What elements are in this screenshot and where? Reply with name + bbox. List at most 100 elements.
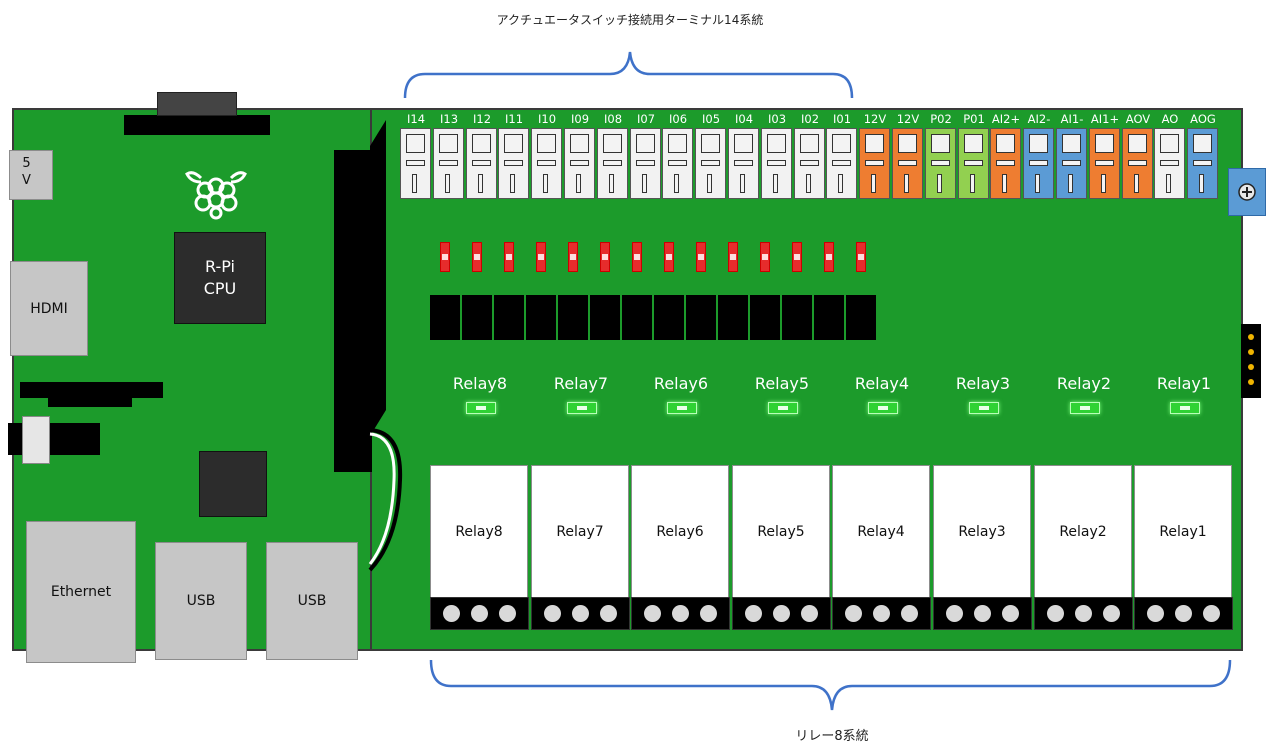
screw-icon[interactable] <box>1203 605 1220 622</box>
terminal[interactable] <box>433 128 464 199</box>
terminal[interactable] <box>1122 128 1153 199</box>
screw-icon[interactable] <box>1103 605 1120 622</box>
screw-icon[interactable] <box>644 605 661 622</box>
terminal[interactable] <box>662 128 693 199</box>
screw-icon[interactable] <box>1075 605 1092 622</box>
terminal-bar <box>603 160 622 166</box>
optocoupler <box>814 295 844 340</box>
pin-header <box>1241 324 1261 398</box>
terminal[interactable] <box>531 128 562 199</box>
terminal-slot <box>543 174 548 193</box>
terminal-slot <box>1199 174 1204 193</box>
power-label: 5 V <box>22 156 31 188</box>
screw-icon[interactable] <box>471 605 488 622</box>
screw-icon[interactable] <box>946 605 963 622</box>
terminal-slot <box>740 174 745 193</box>
terminal-label: AI2- <box>1027 112 1051 126</box>
terminal-bar <box>898 160 917 166</box>
screw-icon[interactable] <box>873 605 890 622</box>
terminal-label: I08 <box>603 112 623 126</box>
relay-screw-terminal <box>531 597 630 630</box>
screw-icon[interactable] <box>443 605 460 622</box>
terminal-sq <box>701 134 720 153</box>
terminal-label: AI1- <box>1060 112 1084 126</box>
terminal[interactable] <box>1023 128 1054 199</box>
terminal[interactable] <box>925 128 956 199</box>
screw-icon[interactable] <box>499 605 516 622</box>
relay-module-label: Relay7 <box>556 524 604 540</box>
terminal[interactable] <box>826 128 857 199</box>
relay-led-green <box>567 402 597 414</box>
terminal-bar <box>1029 160 1048 166</box>
terminal[interactable] <box>400 128 431 199</box>
terminal-slot <box>970 174 975 193</box>
terminal[interactable] <box>695 128 726 199</box>
terminal-sq <box>636 134 655 153</box>
terminal[interactable] <box>1089 128 1120 199</box>
terminal[interactable] <box>958 128 989 199</box>
screw-icon[interactable] <box>1047 605 1064 622</box>
terminal-bar <box>964 160 983 166</box>
terminal-label: AOV <box>1125 112 1151 126</box>
screw-icon[interactable] <box>700 605 717 622</box>
optocoupler <box>750 295 780 340</box>
terminal-sq <box>767 134 786 153</box>
screw-icon[interactable] <box>801 605 818 622</box>
hdmi-port: HDMI <box>10 261 88 356</box>
terminal-bar <box>701 160 720 166</box>
terminal-bar <box>996 160 1015 166</box>
screw-terminal-plus-icon[interactable] <box>1228 168 1266 216</box>
terminal-bar <box>767 160 786 166</box>
screw-icon[interactable] <box>544 605 561 622</box>
relay-module-label: Relay5 <box>757 524 805 540</box>
terminal-bar <box>439 160 458 166</box>
screw-icon[interactable] <box>600 605 617 622</box>
terminal[interactable] <box>794 128 825 199</box>
relay-led-label: Relay7 <box>553 374 609 393</box>
screw-icon[interactable] <box>901 605 918 622</box>
screw-icon[interactable] <box>572 605 589 622</box>
terminal[interactable] <box>630 128 661 199</box>
terminal-slot <box>904 174 909 193</box>
terminal-bar <box>570 160 589 166</box>
terminal-sq <box>1160 134 1179 153</box>
screw-icon[interactable] <box>672 605 689 622</box>
terminal[interactable] <box>564 128 595 199</box>
terminal[interactable] <box>498 128 529 199</box>
relay-led-label: Relay6 <box>653 374 709 393</box>
terminal-bar <box>865 160 884 166</box>
screw-icon[interactable] <box>745 605 762 622</box>
screw-icon[interactable] <box>845 605 862 622</box>
input-led-red <box>856 242 866 272</box>
relay-led-label: Relay1 <box>1156 374 1212 393</box>
terminal-slot <box>707 174 712 193</box>
terminal[interactable] <box>990 128 1021 199</box>
display-connector <box>20 382 163 398</box>
screw-icon[interactable] <box>1002 605 1019 622</box>
ethernet-port: Ethernet <box>26 521 136 663</box>
relay-module: Relay6 <box>631 465 729 599</box>
terminal-label: P01 <box>963 112 985 126</box>
terminal[interactable] <box>892 128 923 199</box>
terminal[interactable] <box>859 128 890 199</box>
optocoupler <box>654 295 684 340</box>
screw-icon[interactable] <box>1147 605 1164 622</box>
terminal[interactable] <box>728 128 759 199</box>
terminal[interactable] <box>466 128 497 199</box>
terminal[interactable] <box>1187 128 1218 199</box>
screw-icon[interactable] <box>974 605 991 622</box>
terminal-sq <box>570 134 589 153</box>
relay-screw-terminal <box>732 597 831 630</box>
terminal-sq <box>964 134 983 153</box>
relay-led-label: Relay2 <box>1056 374 1112 393</box>
terminal[interactable] <box>1154 128 1185 199</box>
screw-icon[interactable] <box>773 605 790 622</box>
relay-screw-terminal <box>832 597 931 630</box>
optocoupler <box>558 295 588 340</box>
screw-icon[interactable] <box>1175 605 1192 622</box>
terminal[interactable] <box>597 128 628 199</box>
terminal-sq <box>832 134 851 153</box>
terminal[interactable] <box>761 128 792 199</box>
terminal-label: AI2+ <box>991 112 1021 126</box>
terminal[interactable] <box>1056 128 1087 199</box>
